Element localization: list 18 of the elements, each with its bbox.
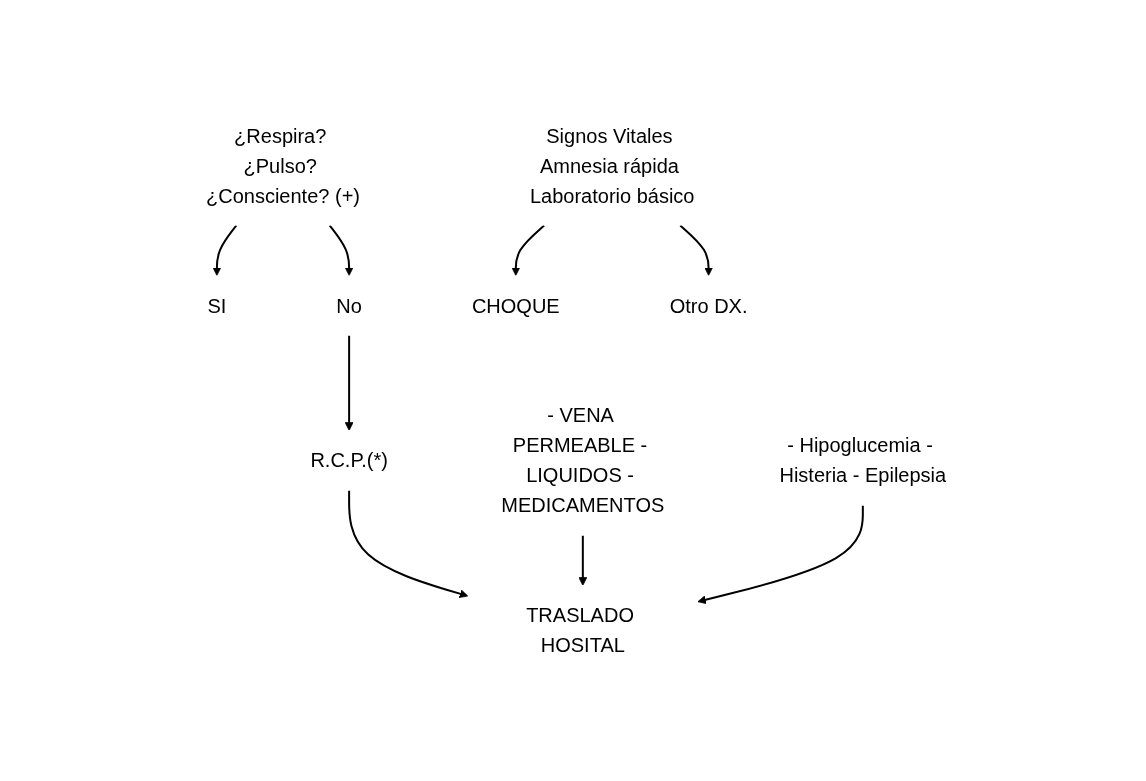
arrow <box>348 489 469 598</box>
arrow <box>697 504 864 605</box>
arrow <box>328 224 354 276</box>
node-text: Signos Vitales Amnesia rápida Laboratorio básico <box>530 124 695 207</box>
arrow <box>344 334 354 431</box>
arrow <box>212 224 238 276</box>
node-text: R.C.P.(*) <box>310 449 388 472</box>
arrow <box>578 534 588 586</box>
arrow <box>679 224 714 276</box>
arrow <box>511 224 546 276</box>
node-text: - Hipoglucemia - Histeria - Epilepsia <box>779 434 947 487</box>
node-text: SI <box>207 294 227 317</box>
node-text: Otro DX. <box>669 294 748 317</box>
node-text: CHOQUE <box>471 294 560 317</box>
node-text: TRASLADO HOSITAL <box>526 604 635 657</box>
node-text: - VENA PERMEABLE - LIQUIDOS - MEDICAMENTOS <box>501 404 665 517</box>
node-text: No <box>336 294 362 317</box>
node-text: ¿Respira? ¿Pulso? ¿Consciente? (+) <box>206 124 361 207</box>
